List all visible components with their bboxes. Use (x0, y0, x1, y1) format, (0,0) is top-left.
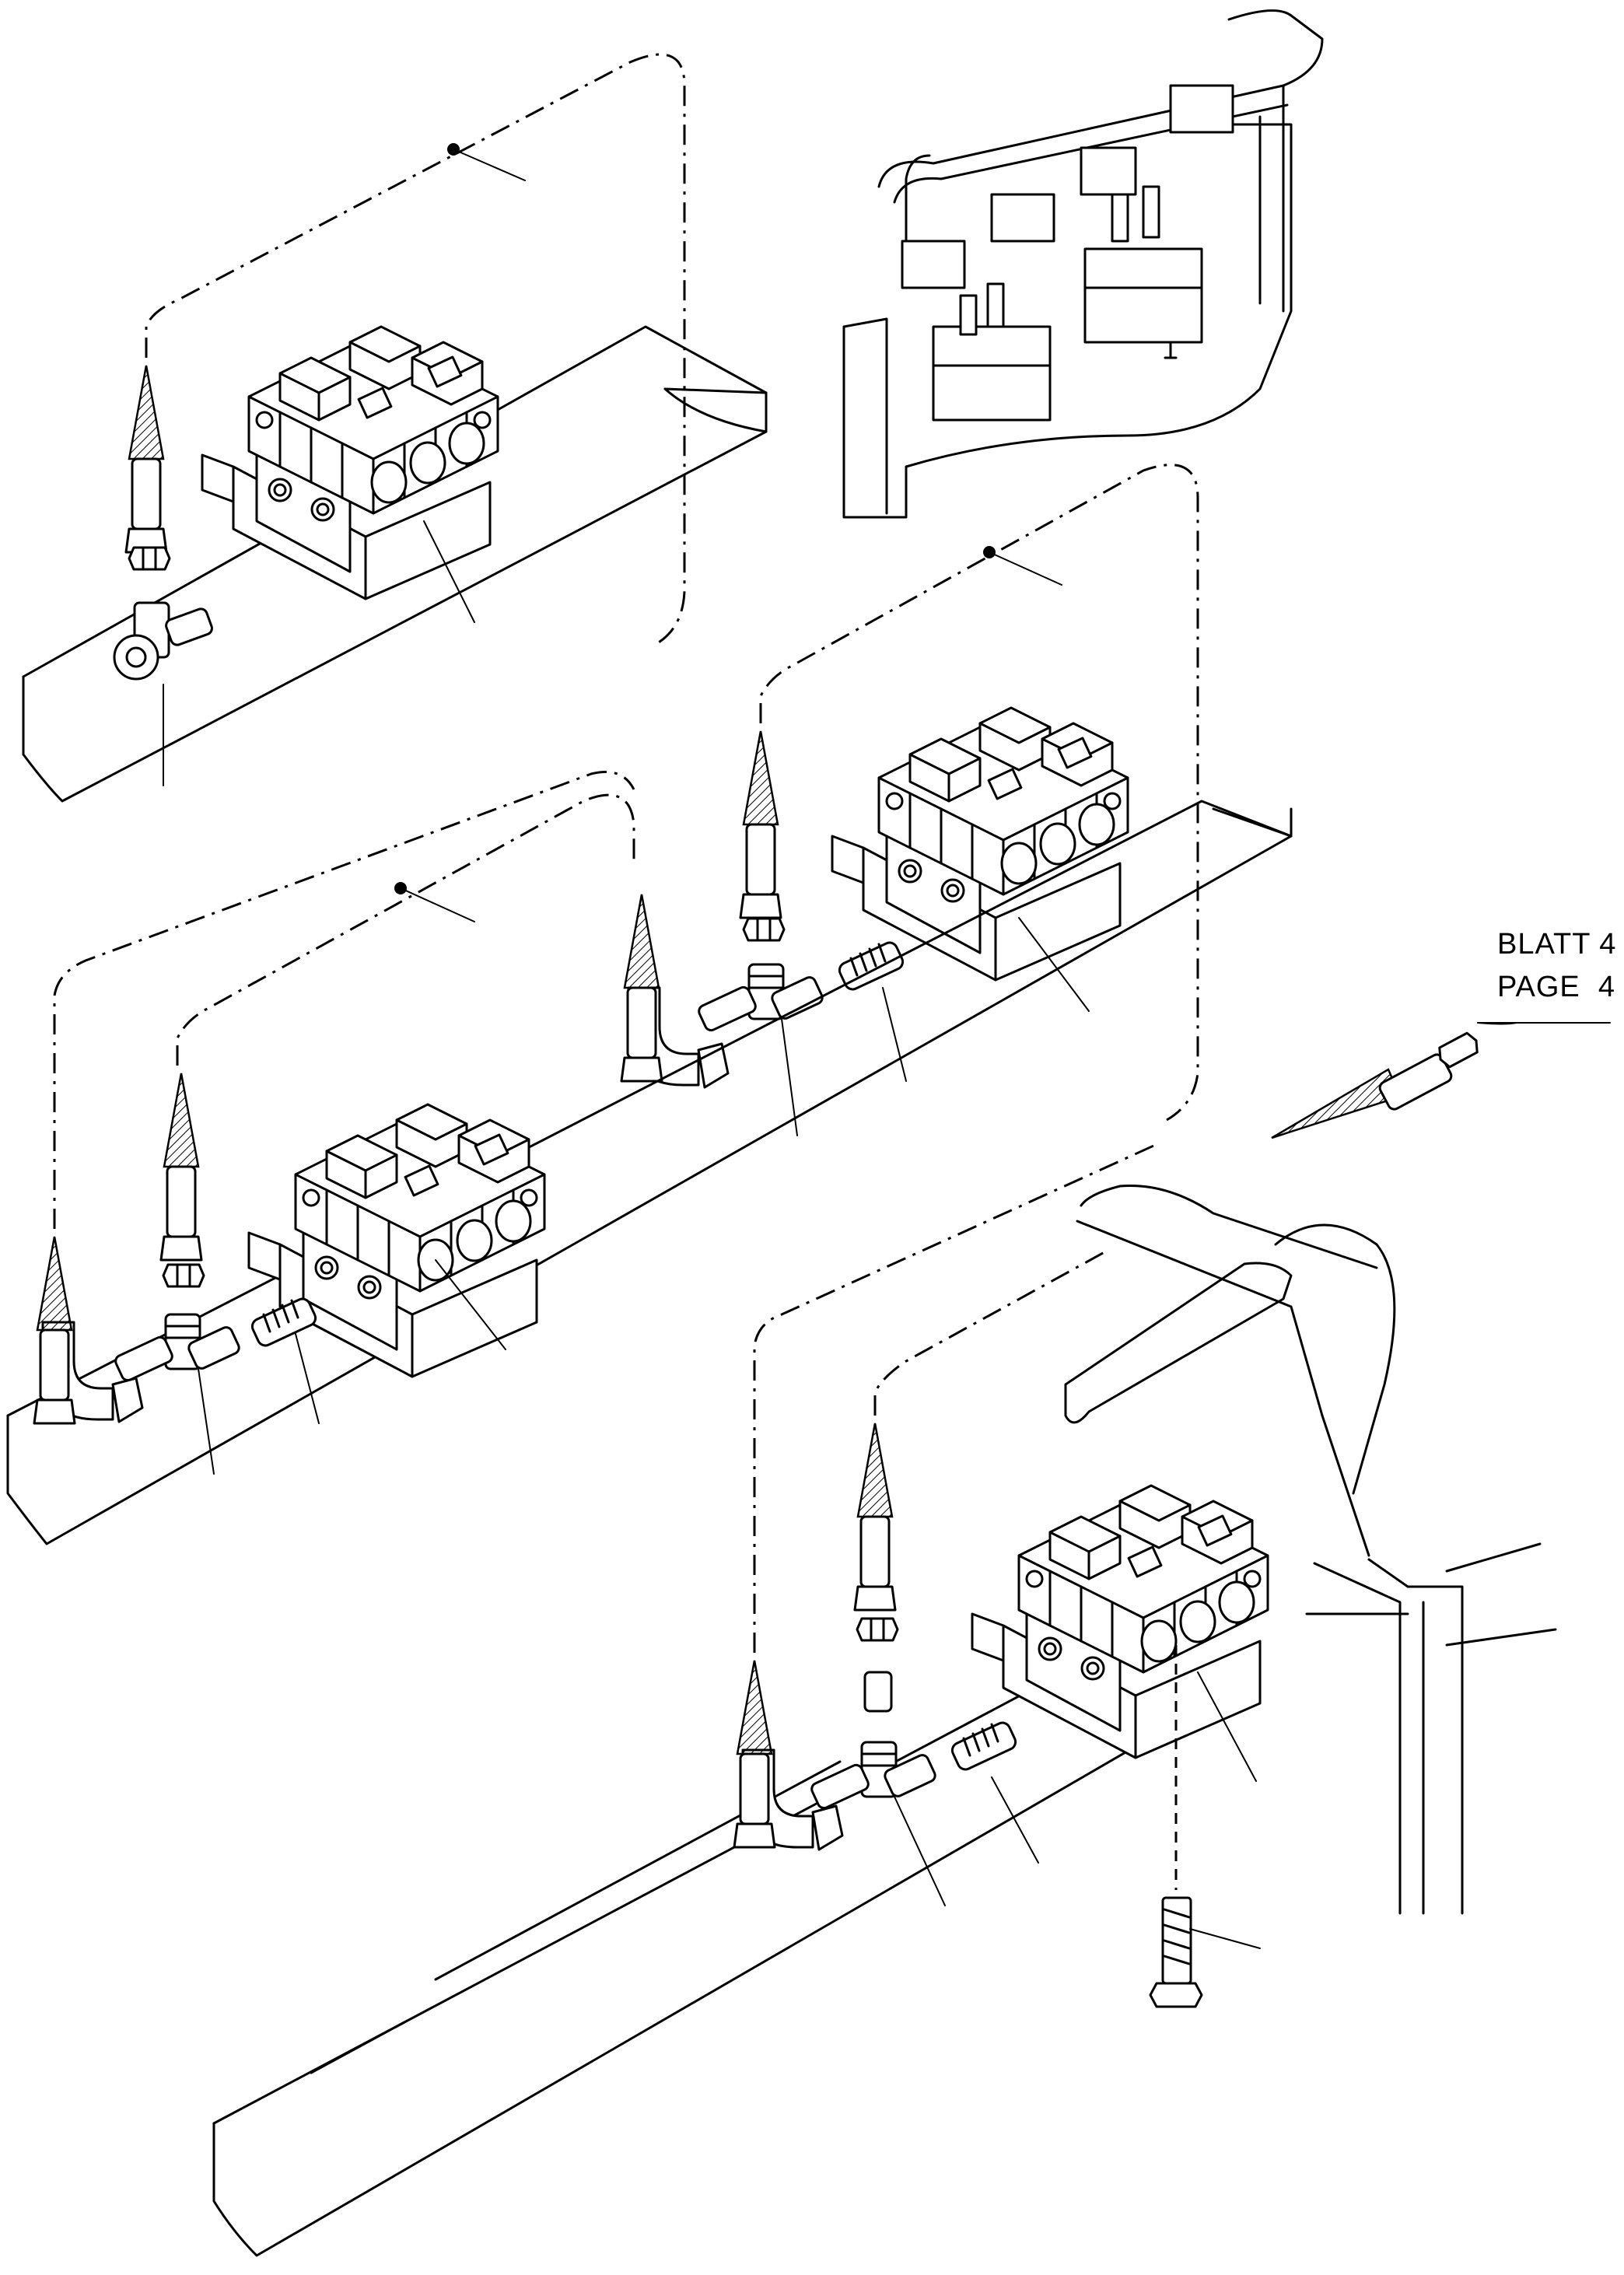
reference-label-page: PAGE 4 (1497, 971, 1616, 1003)
overview-inset (842, 9, 1324, 519)
assembly-bottom-right (212, 1142, 1557, 2257)
assembly-top-left (22, 53, 768, 803)
assembly-middle-right (620, 464, 1199, 1136)
reference-label-blatt: BLATT 4 (1497, 928, 1617, 961)
assembly-middle-left (6, 771, 1293, 1545)
reference-hose (1271, 1022, 1611, 1139)
